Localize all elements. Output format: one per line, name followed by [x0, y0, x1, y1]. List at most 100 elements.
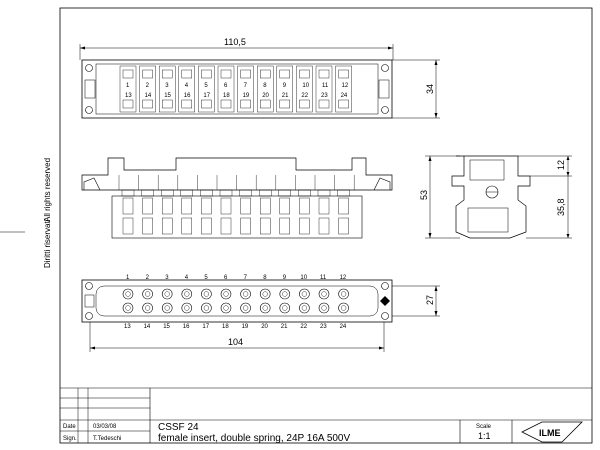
face-pin-label-lower: 18	[222, 324, 229, 330]
front-spring-upper	[240, 197, 251, 215]
top-pin-label-upper: 12	[342, 83, 349, 89]
top-clamp-lower	[220, 99, 232, 109]
dim-side-upper: 12	[556, 160, 566, 170]
top-pin-label-upper: 8	[263, 83, 267, 89]
top-clamp-upper	[201, 69, 212, 79]
top-clamp-upper	[181, 69, 193, 79]
face-pin-label-lower: 14	[144, 324, 151, 330]
face-hole-lower	[259, 302, 271, 314]
face-hole-lower-inner	[145, 305, 151, 311]
face-hole-lower-inner	[203, 305, 210, 311]
top-clamp-lower	[201, 99, 212, 109]
front-spring-lower	[122, 217, 134, 235]
top-pin-label-upper: 6	[224, 83, 228, 89]
face-hole-upper	[201, 288, 212, 300]
face-pin-label-lower: 23	[320, 324, 327, 330]
dim-top-width: 110,5	[224, 37, 246, 47]
top-pin-label-upper: 9	[283, 83, 287, 89]
face-pin-label-lower: 17	[202, 324, 209, 330]
front-contact-head	[200, 189, 213, 197]
face-hole-lower-inner	[282, 305, 288, 311]
top-pin-label-upper: 3	[165, 83, 169, 89]
face-hole-lower	[279, 302, 291, 314]
front-contact-head	[160, 189, 174, 197]
front-contact-head	[180, 189, 194, 197]
face-hole-upper	[299, 288, 310, 300]
top-clamp-lower	[318, 99, 330, 109]
face-hole-lower	[161, 302, 173, 314]
top-cell	[296, 65, 313, 113]
front-spring-lower	[220, 217, 232, 235]
front-spring-upper	[279, 197, 290, 215]
top-clamp-upper	[220, 69, 232, 79]
top-clamp-upper	[240, 69, 251, 79]
face-hole-upper	[259, 288, 271, 300]
face-pin-label-lower: 15	[163, 324, 170, 330]
top-pin-label-lower: 15	[164, 93, 171, 99]
face-pin-label-lower: 13	[124, 324, 131, 330]
front-spring-upper	[260, 197, 271, 215]
face-hole-upper-inner	[262, 291, 268, 297]
sign-label: Sign.	[63, 436, 77, 442]
face-pin-label-lower: 20	[261, 324, 268, 330]
front-spring-upper	[161, 197, 173, 215]
top-pin-label-upper: 10	[302, 83, 309, 89]
face-hole-upper	[161, 288, 173, 300]
top-pin-label-lower: 18	[223, 93, 230, 99]
front-spring-lower	[338, 217, 349, 235]
top-cell	[237, 65, 254, 113]
face-hole-lower	[122, 302, 134, 314]
front-spring-lower	[260, 217, 271, 235]
top-clamp-lower	[260, 99, 271, 109]
top-pin-label-lower: 24	[341, 93, 348, 99]
ilme-logo: ILME	[521, 421, 583, 443]
face-pin-label-lower: 21	[281, 324, 288, 330]
top-pin-label-lower: 22	[301, 93, 308, 99]
front-spring-lower	[318, 217, 330, 235]
front-spring-upper	[142, 197, 153, 215]
top-pin-label-lower: 21	[282, 93, 289, 99]
front-spring-lower	[181, 217, 193, 235]
front-contact-head	[259, 189, 272, 197]
face-hole-upper-inner	[203, 291, 210, 297]
top-clamp-upper	[122, 69, 134, 79]
face-pin-label-lower: 24	[340, 324, 347, 330]
face-hole-upper-inner	[321, 291, 327, 297]
front-contact-head	[121, 189, 135, 197]
face-hole-lower	[299, 302, 310, 314]
top-cell	[158, 65, 176, 113]
face-hole-lower-inner	[321, 305, 327, 311]
rights-reserved-it: Diritti riservati	[43, 219, 52, 268]
face-hole-lower-inner	[243, 305, 249, 311]
face-hole-lower	[181, 302, 193, 314]
face-pin-label-lower: 16	[183, 324, 190, 330]
face-hole-upper	[240, 288, 251, 300]
top-clamp-lower	[181, 99, 193, 109]
face-pin-label-upper: 11	[320, 275, 327, 281]
front-spring-lower	[161, 217, 173, 235]
title-block: Date 03/03/08 Sign. T.Tedeschi CSSF 24 f…	[60, 387, 592, 444]
face-hole-lower	[318, 302, 330, 314]
top-pin-label-upper: 11	[322, 83, 329, 89]
face-hole-upper-inner	[125, 291, 131, 297]
front-contact-head	[141, 189, 154, 197]
front-contact-head	[317, 189, 331, 197]
top-cell	[257, 65, 274, 113]
top-pin-label-upper: 1	[126, 83, 130, 89]
face-pin-label-lower: 19	[242, 324, 249, 330]
face-pin-label-upper: 9	[283, 275, 287, 281]
front-contacts	[121, 189, 350, 235]
front-spring-lower	[201, 217, 212, 235]
dim-top-height: 34	[425, 84, 435, 94]
top-pin-label-lower: 16	[184, 93, 191, 99]
sign-value: T.Tedeschi	[93, 436, 121, 442]
top-clamp-upper	[279, 69, 290, 79]
top-cell	[119, 65, 137, 113]
top-cell	[178, 65, 196, 113]
top-clamp-lower	[161, 99, 173, 109]
top-clamp-upper	[299, 69, 310, 79]
face-hole-lower-inner	[125, 305, 131, 311]
